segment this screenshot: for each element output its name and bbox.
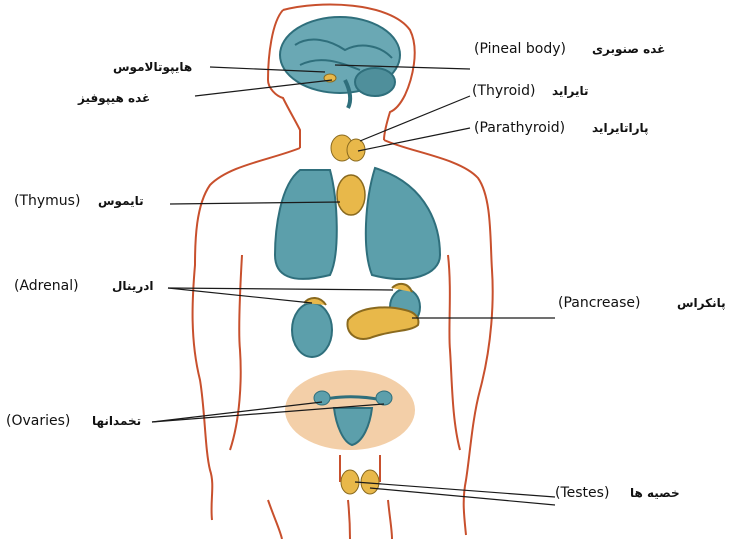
label-testes-en: (Testes) (555, 485, 609, 501)
label-adrenal-en: (Adrenal) (14, 278, 79, 294)
label-testes-fa: خصیه ها (630, 485, 680, 501)
label-hypothalamus-fa: هایپوتالاموس (113, 59, 192, 75)
brain-illustration (280, 17, 400, 108)
thyroid-gland (331, 135, 365, 161)
lungs-illustration (275, 168, 440, 279)
label-thymus-en: (Thymus) (14, 193, 80, 209)
label-thymus-fa: تایموس (98, 193, 144, 209)
label-pancreas-en: (Pancrease) (558, 295, 640, 311)
pancreas-illustration (347, 307, 418, 338)
label-parathyroid-fa: پاراتایراید (592, 120, 649, 136)
label-ovaries-en: (Ovaries) (6, 413, 70, 429)
label-ovaries-fa: تخمدانها (92, 413, 141, 429)
label-pituitary-fa: غده هیپوفیز (78, 90, 150, 106)
label-adrenal-fa: ادرینال (112, 278, 154, 294)
label-pineal-fa: غده صنوبری (592, 41, 665, 57)
label-pancreas-fa: پانکراس (677, 295, 726, 311)
label-parathyroid-en: (Parathyroid) (474, 120, 565, 136)
label-thyroid-en: (Thyroid) (472, 83, 535, 99)
label-thyroid-fa: تایراید (552, 83, 589, 99)
label-pineal-en: (Pineal body) (474, 41, 566, 57)
